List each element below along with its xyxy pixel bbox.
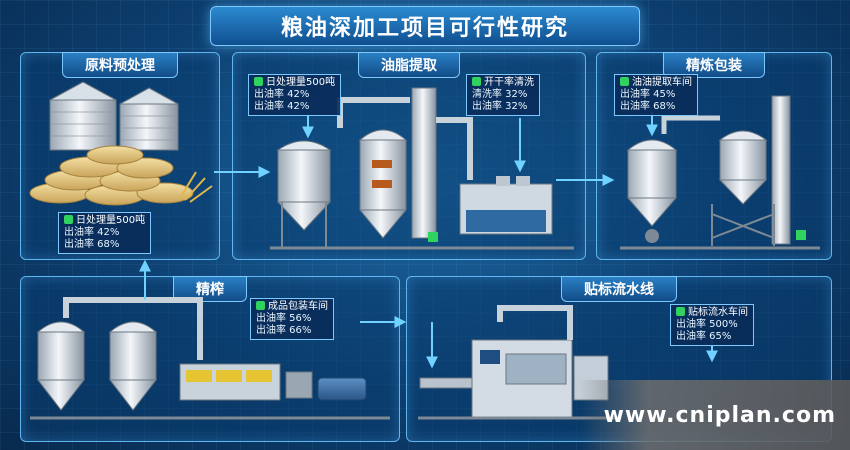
grain-sacks [29,145,213,206]
flow-arrows [139,112,718,369]
info-press-title: 成品包装车间 [268,301,328,312]
info-press-l2: 出油率 66% [256,325,312,336]
watermark-text: www.cniplan.com [603,402,836,428]
page-title: 粮油深加工项目可行性研究 [280,16,569,41]
panel-label-title: 贴标流水线 [561,276,677,302]
info-label-l1: 出油率 500% [676,319,738,330]
info-extract-b: 开干率清洗 清洗率 32% 出油率 32% [466,74,540,116]
info-extract-a-l2: 出油率 42% [254,101,310,112]
info-refine-l1: 出油率 45% [620,89,676,100]
info-extract-b-l2: 出油率 32% [472,101,528,112]
press-equipment [30,297,390,420]
extraction-equipment [270,87,574,250]
info-label: 贴标流水车间 出油率 500% 出油率 65% [670,304,754,346]
check-icon [64,215,73,224]
info-raw-l2: 出油率 68% [64,239,120,250]
info-label-title: 贴标流水车间 [688,307,748,318]
panel-refine-title: 精炼包装 [663,52,765,78]
info-press-l1: 出油率 56% [256,313,312,324]
info-extract-a: 日处理量500吨 出油率 42% 出油率 42% [248,74,342,116]
info-extract-b-title: 开干率清洗 [484,77,534,88]
check-icon [472,77,481,86]
info-raw-l1: 出油率 42% [64,227,120,238]
check-icon [254,77,263,86]
info-refine: 油油提取车间 出油率 45% 出油率 68% [614,74,698,116]
panel-extract-title: 油脂提取 [358,52,460,78]
info-extract-a-l1: 出油率 42% [254,89,310,100]
info-refine-l2: 出油率 68% [620,101,676,112]
info-refine-title: 油油提取车间 [632,77,692,88]
refine-equipment [620,95,820,250]
check-icon [676,307,685,316]
info-extract-b-l1: 清洗率 32% [472,89,528,100]
watermark: www.cniplan.com [580,380,850,450]
check-icon [620,77,629,86]
info-raw-title: 日处理量500吨 [76,215,146,226]
info-press: 成品包装车间 出油率 56% 出油率 66% [250,298,334,340]
panel-raw-title: 原料预处理 [62,52,178,78]
check-icon [256,301,265,310]
title-banner: 粮油深加工项目可行性研究 [210,6,640,46]
info-raw: 日处理量500吨 出油率 42% 出油率 68% [58,212,152,254]
grain-silos [49,81,179,151]
info-extract-a-title: 日处理量500吨 [266,77,336,88]
info-label-l2: 出油率 65% [676,331,732,342]
